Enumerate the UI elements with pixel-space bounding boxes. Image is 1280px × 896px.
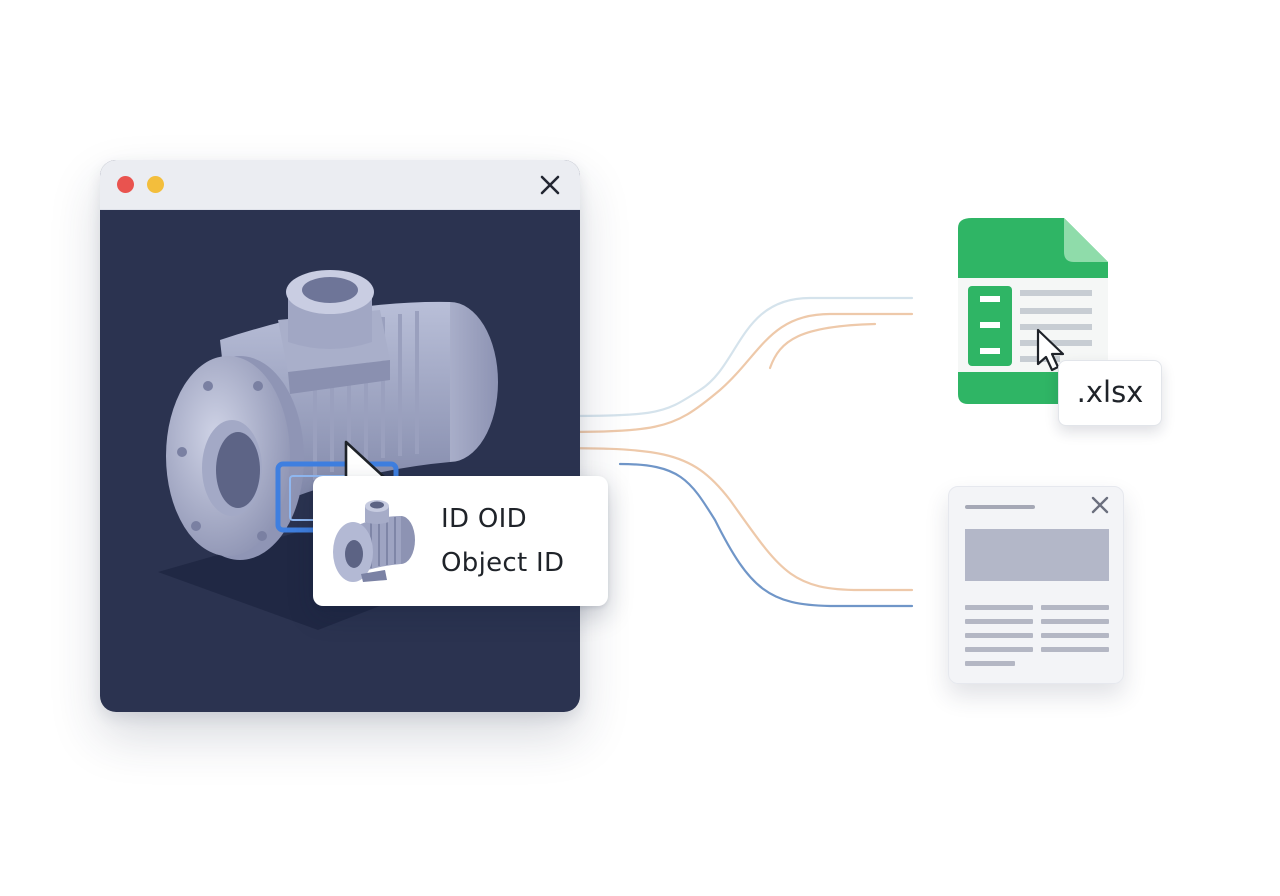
document-text-line bbox=[1041, 619, 1109, 624]
connector-line-orange-3 bbox=[526, 446, 914, 592]
document-text-line bbox=[965, 605, 1033, 610]
document-text-line bbox=[965, 619, 1033, 624]
connector-line-blue bbox=[618, 462, 914, 608]
close-dot[interactable] bbox=[117, 176, 134, 193]
spreadsheet-file-icon[interactable] bbox=[958, 218, 1108, 404]
viewer-window bbox=[100, 160, 580, 712]
3d-viewport[interactable] bbox=[100, 210, 580, 712]
object-id-label: Object ID bbox=[441, 548, 565, 578]
connector-line-light-blue bbox=[526, 296, 914, 418]
document-title-line bbox=[965, 505, 1035, 509]
close-icon[interactable] bbox=[536, 171, 564, 199]
document-window-icon[interactable] bbox=[948, 486, 1124, 684]
pointer-cursor-icon bbox=[1036, 328, 1065, 372]
connector-line-orange-2 bbox=[768, 322, 877, 370]
id-label: ID OID bbox=[441, 504, 527, 534]
connector-line-orange-1 bbox=[526, 312, 914, 434]
viewer-titlebar bbox=[100, 160, 580, 210]
xlsx-format-badge[interactable]: .xlsx bbox=[1058, 360, 1162, 426]
document-text-line bbox=[1041, 605, 1109, 610]
document-image-placeholder bbox=[965, 529, 1109, 581]
close-icon[interactable] bbox=[1087, 492, 1113, 518]
document-text-line bbox=[965, 661, 1015, 666]
pump-motor-model[interactable] bbox=[100, 210, 580, 712]
minimize-dot[interactable] bbox=[147, 176, 164, 193]
document-text-line bbox=[965, 647, 1033, 652]
pump-motor-thumbnail-icon bbox=[333, 500, 415, 582]
document-text-line bbox=[1041, 633, 1109, 638]
document-text-line bbox=[1041, 647, 1109, 652]
document-text-line bbox=[965, 633, 1033, 638]
object-id-card: ID OID Object ID bbox=[313, 476, 608, 606]
